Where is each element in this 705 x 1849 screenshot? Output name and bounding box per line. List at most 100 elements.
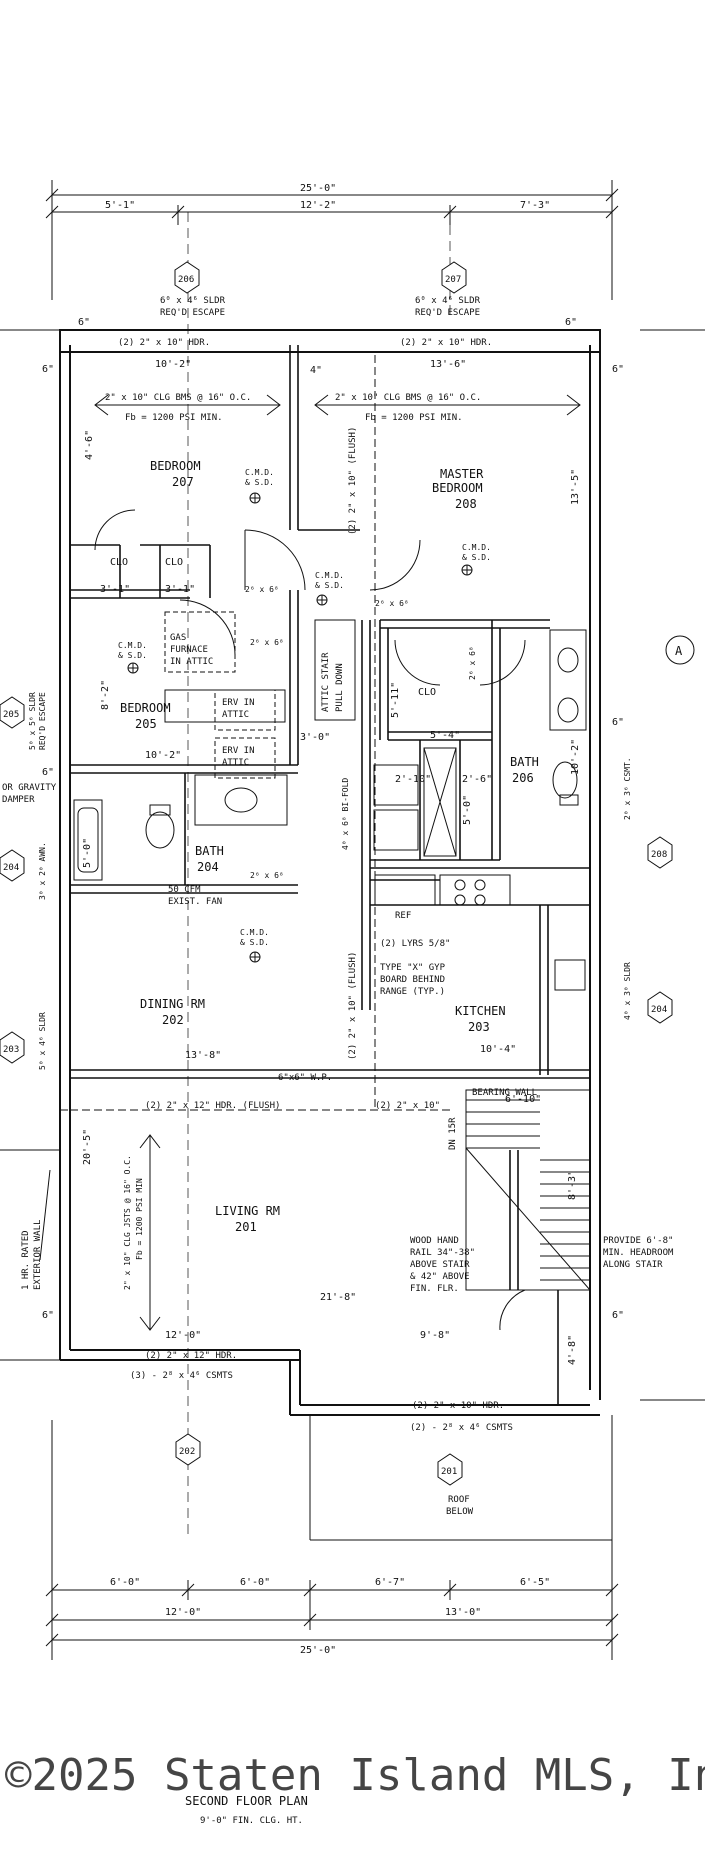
door-note-c: 2⁶ x 6⁸ (250, 638, 284, 647)
dim-bed207-width: 10'-2" (155, 359, 191, 370)
sd-note-b: & S.D. (315, 581, 344, 590)
dim-83: 8'-3" (567, 1170, 578, 1200)
dim-living-12: 12'-0" (165, 1330, 201, 1341)
left-side-lines (0, 329, 705, 1401)
room-bedroom-205-label: BEDROOM (120, 701, 171, 715)
flush-note-a: (2) 2" x 10" (FLUSH) (348, 427, 358, 535)
closet-a-label: CLO (110, 557, 128, 568)
drawing-title: SECOND FLOOR PLAN (185, 1794, 308, 1808)
exhaust-fan-1: 50 CFM (168, 885, 201, 895)
cmd-note-b: C.M.D. (315, 571, 344, 580)
dim-26: 2'-6" (462, 774, 492, 785)
dim-master-width: 13'-6" (430, 359, 466, 370)
casements-right: (2) - 2⁸ x 4⁶ CSMTS (410, 1423, 513, 1433)
dimension-labels: 25'-0" 5'-1" 12'-2" 7'-3" 10'-2" 13'-6" … (42, 183, 624, 1656)
room-bath-206-number: 206 (512, 771, 534, 785)
dim-bottom-c: 6'-7" (375, 1577, 405, 1588)
tag-207: 207 (445, 275, 461, 285)
hand-rail-5: FIN. FLR. (410, 1284, 459, 1294)
room-bedroom-205-number: 205 (135, 717, 157, 731)
window-205-note: 5⁰ x 5⁶ SLDR (28, 692, 37, 750)
hand-rail-3: ABOVE STAIR (410, 1260, 470, 1270)
window-205-escape: REQ'D ESCAPE (38, 692, 47, 750)
room-bedroom-207-label: BEDROOM (150, 459, 201, 473)
ceiling-beams-note-b: 2" x 10" CLG BMS @ 16" O.C. (335, 393, 481, 403)
room-kitchen-label: KITCHEN (455, 1004, 506, 1018)
room-bath-206-label: BATH (510, 755, 539, 769)
dim-48: 4'-8" (567, 1335, 578, 1365)
wp-note: 6"x6" W.P. (278, 1073, 332, 1083)
gravity-damper-1: OR GRAVITY (2, 783, 57, 793)
header-note-2x12: (2) 2" x 12" HDR. (145, 1351, 237, 1361)
header-note-b: (2) 2" x 10" HDR. (400, 338, 492, 348)
roof-below-1: ROOF (448, 1495, 470, 1505)
hand-rail-1: WOOD HAND (410, 1236, 459, 1246)
gas-furnace-2: FURNACE (170, 645, 208, 655)
stair (465, 1089, 591, 1291)
bifold-note: 4⁰ x 6⁸ BI-FOLD (341, 778, 350, 850)
tag-205: 205 (3, 710, 19, 720)
watermark: ©2025 Staten Island MLS, Inc. (5, 1750, 705, 1801)
window-204-note: 3⁰ x 2⁰ AWN. (38, 842, 47, 900)
dim-6in-a: 6" (42, 364, 54, 375)
dim-50b: 5'-0" (82, 838, 93, 868)
attic-stair-1: ATTIC STAIR (321, 652, 331, 712)
fixtures (73, 611, 587, 991)
room-dining-number: 202 (162, 1013, 184, 1027)
tag-208: 208 (651, 850, 667, 860)
window-tag-labels: 206 207 205 204 203 208 204 202 201 A (3, 275, 683, 1477)
escape-sldr-a: 6⁰ x 4⁶ SLDR (160, 296, 226, 306)
dim-living-width: 21'-8" (320, 1292, 356, 1303)
down-15r: DN 15R (448, 1117, 458, 1150)
room-bath-204-label: BATH (195, 844, 224, 858)
door-note-a: 2⁶ x 6⁸ (245, 585, 279, 594)
header-note-a: (2) 2" x 10" HDR. (118, 338, 210, 348)
ceiling-beam-arrows (94, 394, 581, 1331)
header-note-c: (2) 2" x 10" HDR. (412, 1401, 504, 1411)
closet-b-label: CLO (165, 557, 183, 568)
room-labels: BEDROOM 207 MASTER BEDROOM 208 BEDROOM 2… (110, 459, 539, 1234)
gravity-damper-2: DAMPER (2, 795, 35, 805)
headroom-3: ALONG STAIR (603, 1260, 663, 1270)
bearing-wall-note: BEARING WALL (472, 1088, 537, 1098)
sd-note-a: & S.D. (245, 478, 274, 487)
dim-31a: 3'-1" (100, 584, 130, 595)
flush-note-b: (2) 2" x 10" (FLUSH) (348, 952, 358, 1060)
lyrs-note: (2) LYRS 5/8" (380, 939, 450, 949)
living-fb-note: Fb = 1200 PSI MIN (135, 1178, 144, 1260)
top-dimension-lines (45, 180, 619, 1540)
tag-204-left: 204 (3, 863, 19, 873)
window-208-note: 2⁰ x 3⁶ CSMT. (623, 757, 632, 820)
notes: (2) 2" x 10" HDR. (2) 2" x 10" HDR. (2) … (2, 296, 674, 1826)
erv-1a: ERV IN (222, 698, 255, 708)
sd-note-d: & S.D. (118, 651, 147, 660)
dim-610: 6'-10" (505, 1094, 541, 1105)
ceiling-height-note: 9'-0" FIN. CLG. HT. (200, 1816, 303, 1826)
room-living-number: 201 (235, 1220, 257, 1234)
dim-overall-top: 25'-0" (300, 183, 336, 194)
room-master-label-2: BEDROOM (432, 481, 483, 495)
room-kitchen-number: 203 (468, 1020, 490, 1034)
room-living-label: LIVING RM (215, 1204, 280, 1218)
dim-living-98: 9'-8" (420, 1330, 450, 1341)
dim-top-right: 7'-3" (520, 200, 550, 211)
dim-135: 13'-5" (570, 469, 581, 505)
headroom-1: PROVIDE 6'-8" (603, 1236, 673, 1246)
sd-note-e: & S.D. (240, 938, 269, 947)
escape-sldr-b: 6⁰ x 4⁶ SLDR (415, 296, 481, 306)
fb-note-a: Fb = 1200 PSI MIN. (125, 413, 223, 423)
attic-stair-2: PULL DOWN (335, 663, 345, 712)
dim-6in-b: 6" (612, 364, 624, 375)
tag-203: 203 (3, 1045, 19, 1055)
erv-2b: ATTIC (222, 758, 249, 768)
beam-lines (60, 355, 450, 1111)
hand-rail-4: & 42" ABOVE (410, 1272, 470, 1282)
escape-reqd-a: REQ'D ESCAPE (160, 308, 225, 318)
cmd-note-c: C.M.D. (462, 543, 491, 552)
gas-furnace-3: IN ATTIC (170, 657, 213, 667)
ceiling-beams-note-a: 2" x 10" CLG BMS @ 16" O.C. (105, 393, 251, 403)
window-203-note: 5⁰ x 4⁶ SLDR (38, 1012, 47, 1070)
dim-210: 2'-10" (395, 774, 431, 785)
dim-dining-width: 13'-8" (185, 1050, 221, 1061)
ref-label: REF (395, 911, 411, 921)
